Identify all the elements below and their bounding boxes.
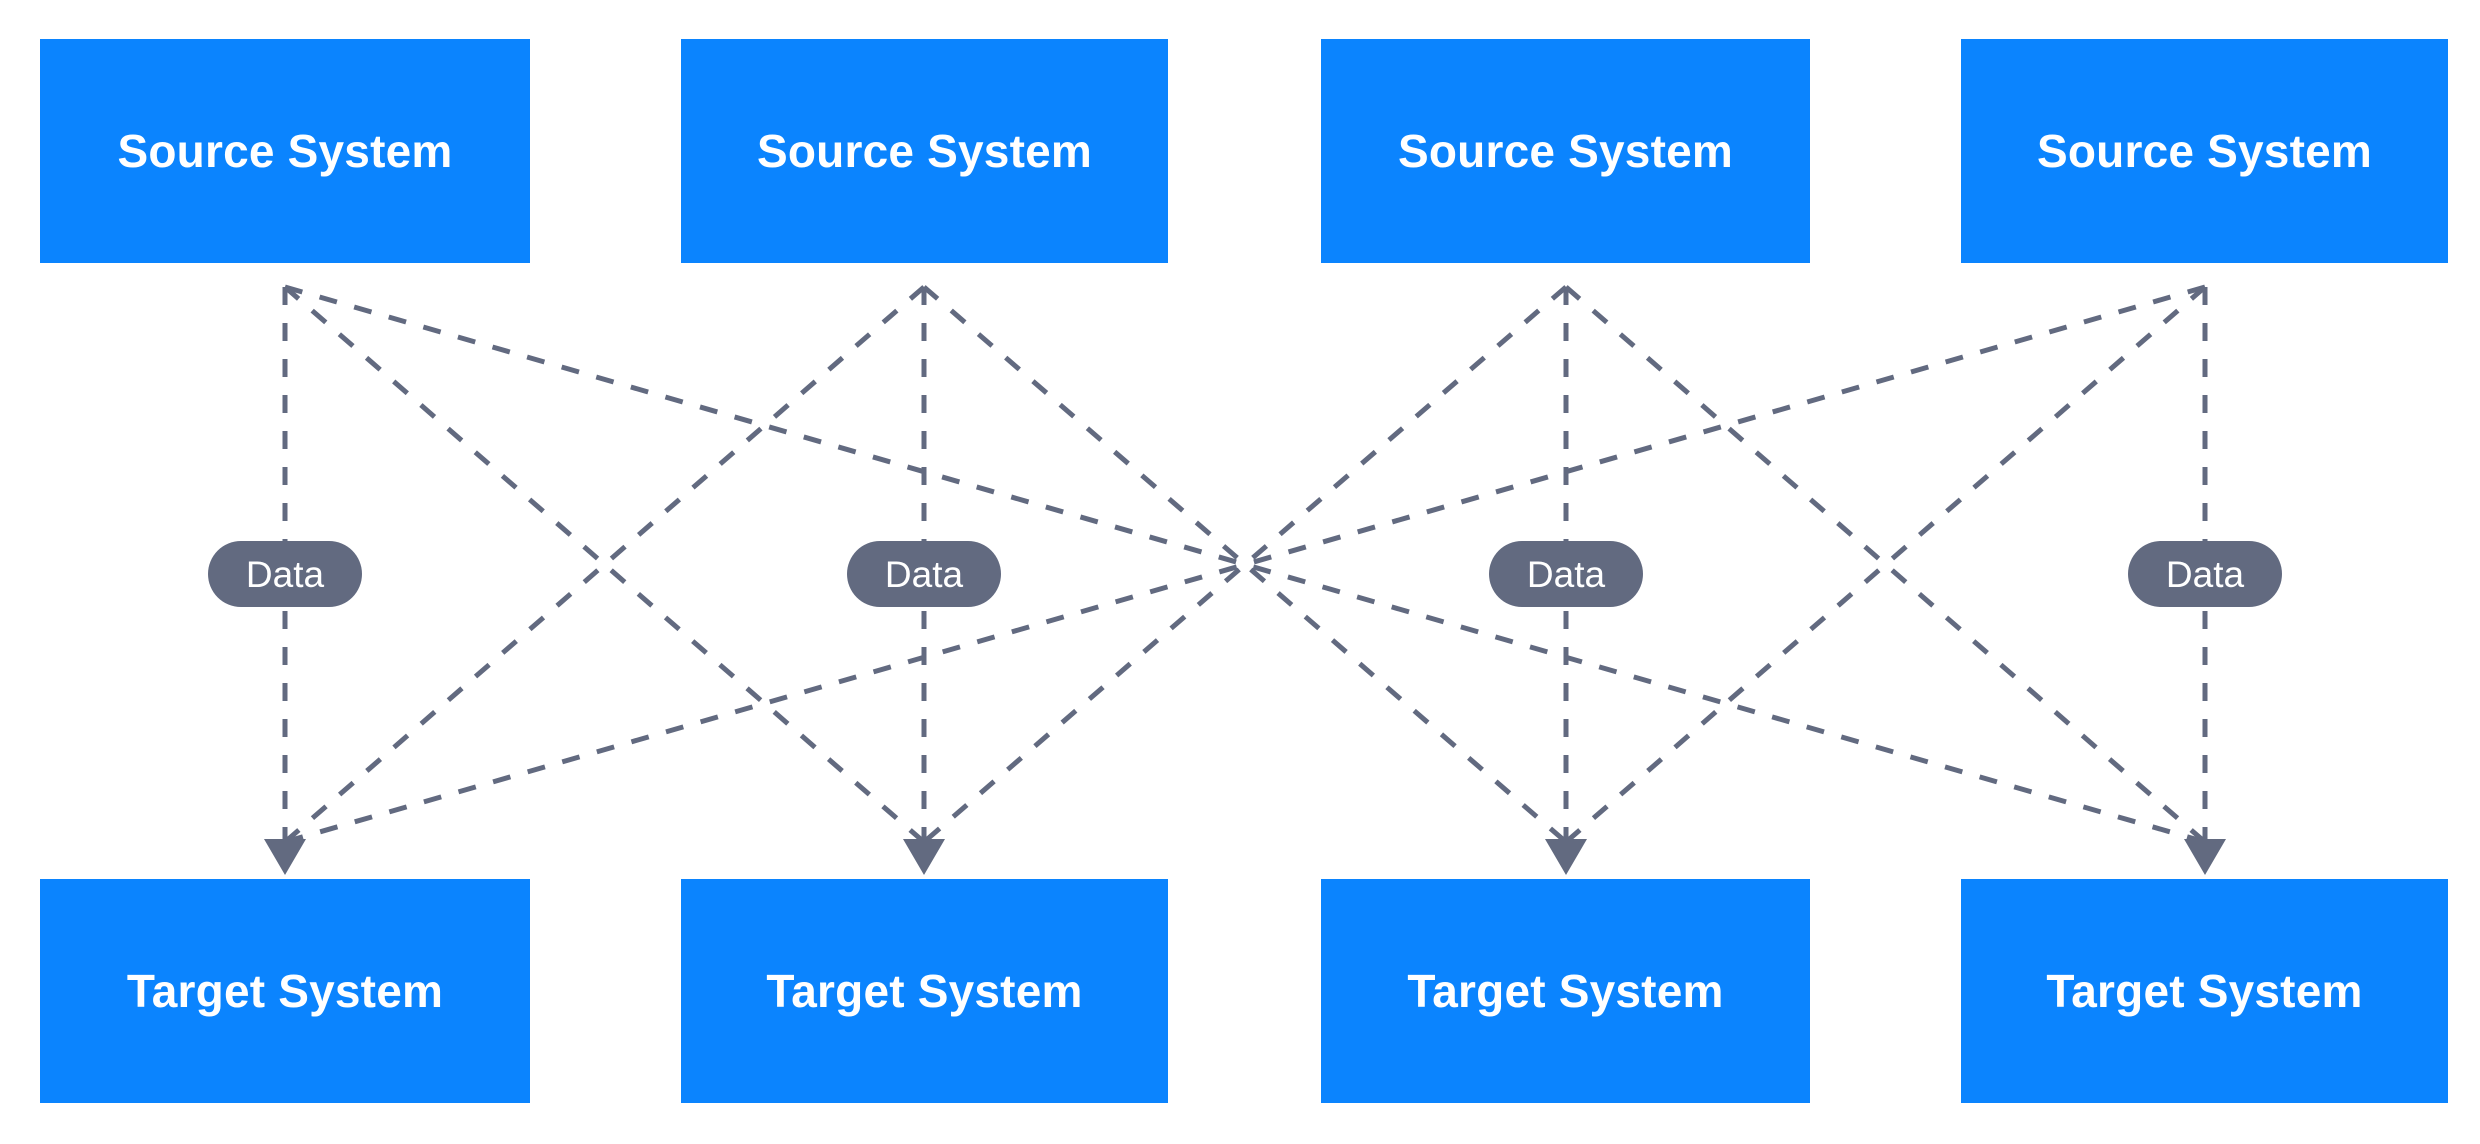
arrowhead-icon — [903, 839, 945, 875]
source-system-node-3[interactable]: Source System — [1321, 39, 1810, 263]
data-pill-1[interactable]: Data — [208, 541, 362, 607]
edge-line — [284, 284, 2206, 845]
edge-lines — [282, 284, 2208, 845]
arrowhead-icon — [2184, 839, 2226, 875]
data-pill-label: Data — [1526, 553, 1606, 595]
source-system-node-2[interactable]: Source System — [681, 39, 1168, 263]
target-system-node-4[interactable]: Target System — [1961, 879, 2448, 1103]
target-system-label: Target System — [1407, 965, 1724, 1017]
target-system-node-1[interactable]: Target System — [40, 879, 530, 1103]
source-system-label: Source System — [117, 125, 453, 177]
data-pill-label: Data — [884, 553, 964, 595]
target-system-node-2[interactable]: Target System — [681, 879, 1168, 1103]
source-system-node-1[interactable]: Source System — [40, 39, 530, 263]
data-pill-2[interactable]: Data — [847, 541, 1001, 607]
edge-arrowheads — [264, 839, 2226, 875]
target-system-node-3[interactable]: Target System — [1321, 879, 1810, 1103]
data-pill-label: Data — [245, 553, 325, 595]
arrowhead-icon — [1545, 839, 1587, 875]
source-system-node-4[interactable]: Source System — [1961, 39, 2448, 263]
source-system-label: Source System — [1398, 125, 1733, 177]
data-pill-3[interactable]: Data — [1489, 541, 1643, 607]
arrowhead-icon — [264, 839, 306, 875]
data-pill-4[interactable]: Data — [2128, 541, 2282, 607]
data-pill-label: Data — [2165, 553, 2245, 595]
target-system-label: Target System — [766, 965, 1083, 1017]
source-system-label: Source System — [2037, 125, 2372, 177]
target-system-label: Target System — [126, 965, 444, 1017]
target-system-label: Target System — [2046, 965, 2363, 1017]
edge-line — [284, 284, 2206, 845]
source-system-label: Source System — [757, 125, 1092, 177]
